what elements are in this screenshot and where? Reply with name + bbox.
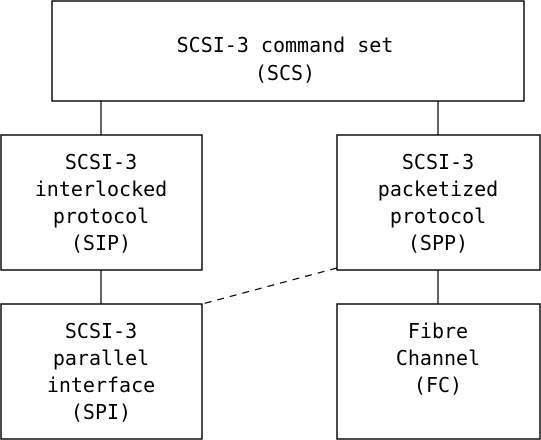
box-spi-line-2: parallel xyxy=(53,346,149,370)
box-spp: SCSI-3 packetized protocol (SPP) xyxy=(336,134,541,271)
box-scs-line-2: (SCS) xyxy=(255,61,315,85)
box-spi-line-1: SCSI-3 xyxy=(65,319,137,343)
box-fc-frame xyxy=(336,303,541,440)
box-spi-line-3: interface xyxy=(47,373,155,397)
box-sip-frame xyxy=(0,134,203,271)
box-sip-line-3: protocol xyxy=(53,204,149,228)
box-spi-frame xyxy=(0,303,203,440)
box-scs-line-1: SCSI-3 command set xyxy=(177,33,394,57)
box-spi: SCSI-3 parallel interface (SPI) xyxy=(0,303,203,440)
connector-spp-spi-dashed xyxy=(201,267,338,305)
box-scs: SCSI-3 command set (SCS) xyxy=(51,0,525,102)
box-fc-line-2: Channel xyxy=(396,346,480,370)
box-sip-line-2: interlocked xyxy=(35,177,167,201)
box-sip-line-1: SCSI-3 xyxy=(65,150,137,174)
box-fc: Fibre Channel (FC) xyxy=(336,303,541,440)
box-scs-frame xyxy=(51,0,525,102)
box-sip-line-4: (SIP) xyxy=(71,231,131,255)
box-spp-line-1: SCSI-3 xyxy=(402,150,474,174)
box-spp-frame xyxy=(336,134,541,271)
box-spp-line-2: packetized xyxy=(378,177,498,201)
box-spp-line-3: protocol xyxy=(390,204,486,228)
box-sip: SCSI-3 interlocked protocol (SIP) xyxy=(0,134,203,271)
box-spp-line-4: (SPP) xyxy=(408,231,468,255)
box-fc-line-3: (FC) xyxy=(414,373,462,397)
box-fc-line-1: Fibre xyxy=(408,319,468,343)
box-spi-line-4: (SPI) xyxy=(71,400,131,424)
